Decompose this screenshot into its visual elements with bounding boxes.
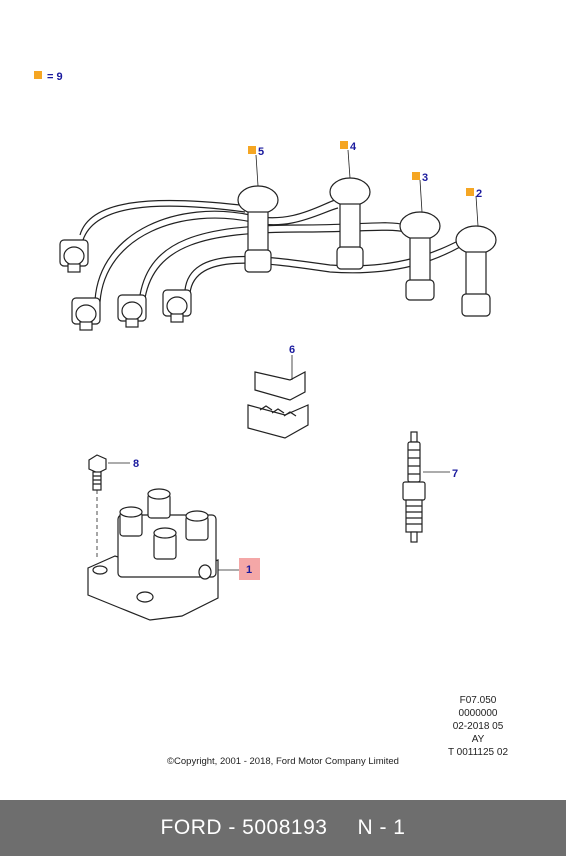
note-marker (248, 146, 256, 154)
callout-1: 1 (239, 558, 260, 580)
note-marker (466, 188, 474, 196)
coil-tower-4 (153, 527, 177, 560)
leader-lines (108, 149, 479, 571)
legend-text: = 9 (47, 71, 63, 83)
sheet-number: N - 1 (357, 816, 406, 839)
note-marker (340, 141, 348, 149)
ref-line: 02-2018 05 (452, 721, 504, 732)
ref-line: F07.050 (459, 695, 497, 706)
plug-boot-1 (59, 239, 89, 273)
callout-7: 7 (452, 468, 458, 480)
wire-separator-clip (247, 371, 309, 439)
coil-tower-1 (119, 506, 143, 537)
svg-text:7: 7 (452, 468, 458, 480)
svg-text:4: 4 (350, 141, 357, 153)
plug-boot-4 (162, 289, 192, 323)
legend: = 9 (34, 71, 63, 83)
coil-boot-2 (455, 225, 497, 317)
callout-5: 5 (248, 146, 264, 158)
svg-text:3: 3 (422, 172, 428, 184)
coil-boot-4 (329, 177, 371, 270)
note-marker (412, 172, 420, 180)
ref-line: AY (471, 734, 485, 745)
ref-line: T 0011125 02 (447, 747, 509, 758)
plug-boot-3 (117, 294, 147, 328)
svg-text:8: 8 (133, 458, 139, 470)
part-number: FORD - 5008193 (160, 816, 328, 839)
svg-text:5: 5 (258, 146, 264, 158)
mounting-bolt (88, 454, 107, 491)
legend-marker (34, 71, 42, 79)
coil-boot-5 (237, 185, 279, 273)
coil-tower-2 (147, 488, 171, 519)
plug-boot-2 (71, 297, 101, 331)
coil-tower-3 (185, 510, 209, 541)
parts-diagram: = 9 (34, 71, 497, 621)
svg-text:6: 6 (289, 344, 295, 356)
footer-bar: FORD - 5008193 N - 1 (0, 800, 566, 856)
callout-3: 3 (412, 172, 428, 184)
reference-codes: F07.050 0000000 02-2018 05 AY T 0011125 … (440, 694, 516, 759)
callout-2: 2 (466, 188, 482, 200)
ignition-wire-set (59, 177, 497, 331)
callout-8: 8 (133, 458, 139, 470)
spark-plug (402, 431, 426, 543)
copyright-notice: ©Copyright, 2001 - 2018, Ford Motor Comp… (167, 756, 399, 767)
ref-line: 0000000 (458, 708, 498, 719)
svg-text:2: 2 (476, 188, 482, 200)
ignition-coil (87, 488, 219, 621)
coil-boot-3 (399, 211, 441, 301)
svg-text:1: 1 (246, 564, 252, 576)
callout-6: 6 (289, 344, 295, 356)
callout-4: 4 (340, 141, 357, 153)
callout-1-highlight (239, 558, 260, 580)
